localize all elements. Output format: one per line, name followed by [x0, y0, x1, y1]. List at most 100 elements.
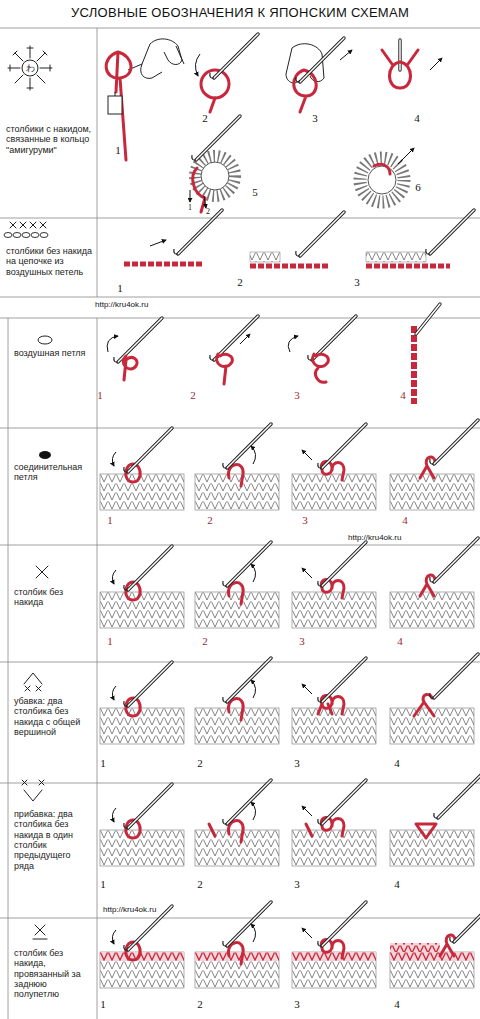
crochet-hook [430, 654, 478, 698]
legend-cell: столбик без накида, провязанный за задню… [8, 918, 96, 1017]
crochet-hook [426, 210, 474, 254]
yarn-stitch [306, 824, 312, 836]
step-number: 2 [202, 113, 208, 124]
step-number: 2 [197, 999, 203, 1010]
legend-cell: столбики без накида на цепочке из воздуш… [0, 218, 96, 297]
step-number: 1 [100, 879, 106, 890]
watermark: http://kru4ok.ru [103, 906, 156, 914]
step-number: 1 [100, 999, 106, 1010]
step-number: 3 [312, 113, 318, 124]
symbol-description: столбик без накида, провязанный за задню… [8, 948, 96, 1000]
direction-arrow [107, 336, 118, 352]
step-drawing [302, 902, 366, 958]
chain-symbol [40, 233, 48, 238]
crochet-hook [192, 116, 240, 160]
grid-line [0, 218, 480, 219]
yarn-chain [366, 264, 450, 269]
legend-cell: воздушная петля [8, 318, 96, 428]
chain-symbol [4, 233, 12, 238]
step-number: 1 [100, 758, 106, 769]
crochet-hook [416, 304, 440, 334]
step-drawing [223, 780, 271, 842]
crochet-hook [296, 38, 344, 82]
stitch-ring [201, 162, 229, 190]
fabric-swatch [292, 952, 376, 988]
step-number: 2 [202, 636, 208, 647]
stitch-ring [368, 166, 396, 194]
yarn-loop [382, 50, 418, 88]
step-number: 4 [394, 758, 400, 769]
stitch-ring [360, 158, 404, 202]
chain-symbol [38, 336, 52, 344]
step-number: 4 [394, 999, 400, 1010]
step-drawing [223, 902, 271, 964]
legend-cell: столбики с накидом, связанные в кольцо "… [0, 28, 96, 218]
increase-steps [100, 774, 480, 866]
yarn-chain [250, 264, 330, 269]
crochet-hook [416, 304, 440, 334]
symbol-description: воздушная петля [8, 348, 96, 358]
crochet-hook [399, 40, 401, 70]
step-number: 2 [207, 515, 213, 526]
step-number: 4 [394, 879, 400, 890]
sc-symbol [10, 222, 46, 228]
fabric-swatch [390, 952, 474, 988]
stitch-ring [195, 156, 235, 196]
grid-line [97, 318, 98, 1019]
direction-arrow [288, 336, 298, 352]
yarn-loop [123, 356, 137, 380]
fabric-swatch [100, 830, 184, 866]
symbol-description: столбики без накида на цепочке из воздуш… [0, 246, 96, 277]
step-drawing [112, 428, 172, 482]
grid-line [0, 28, 480, 29]
yarn-loop [201, 70, 229, 98]
step-number: 4 [402, 515, 408, 526]
step-number: 3 [294, 390, 300, 401]
chain-symbol [22, 233, 30, 238]
grid-line [97, 28, 98, 297]
fabric-swatch [195, 830, 279, 866]
chart-symbols [4, 46, 52, 939]
step-drawing [223, 542, 271, 604]
direction-arrow [195, 54, 200, 76]
step-number: 2 [206, 208, 210, 216]
step-drawing [302, 424, 366, 480]
symbol-description: столбики с накидом, связанные в кольцо "… [0, 124, 96, 155]
step-number: 4 [397, 636, 403, 647]
step-drawing [302, 780, 366, 836]
step-number: 2 [197, 879, 203, 890]
step-number: 2 [197, 758, 203, 769]
direction-arrow [150, 240, 166, 246]
symbol-glyph: わ [26, 64, 35, 73]
step-number: 6 [415, 182, 421, 193]
crochet-hook [398, 40, 401, 70]
yarn-loop [106, 52, 131, 160]
step-drawing [420, 420, 478, 478]
step-drawing [420, 538, 478, 596]
grid-line [0, 545, 480, 546]
step-number: 1 [188, 204, 192, 212]
fabric-swatch [292, 708, 376, 744]
direction-arrow [430, 58, 442, 70]
yarn-loop [210, 98, 215, 112]
legend-cell: столбик без накида [8, 545, 96, 662]
slip-stitch-steps [100, 420, 478, 510]
step-drawing [112, 546, 172, 600]
symbol-description: убавка: два столбика без накида с общей … [8, 696, 96, 737]
step-drawing [112, 662, 172, 716]
fabric-swatch [100, 952, 184, 988]
fabric-swatch [390, 830, 474, 866]
fabric-swatch [292, 830, 376, 866]
magic-ring-steps [106, 34, 442, 212]
yarn-loop [318, 704, 332, 714]
step-number: 5 [252, 187, 258, 198]
grid-line [0, 662, 480, 663]
step-number: 4 [414, 113, 420, 124]
grid-line [8, 318, 9, 1019]
fabric-swatch [250, 252, 280, 262]
symbol-description: столбик без накида [8, 587, 96, 608]
sc-steps [100, 538, 478, 628]
slip-stitch-symbol [39, 451, 51, 459]
step-number: 3 [294, 879, 300, 890]
back-loop-steps [100, 898, 480, 988]
